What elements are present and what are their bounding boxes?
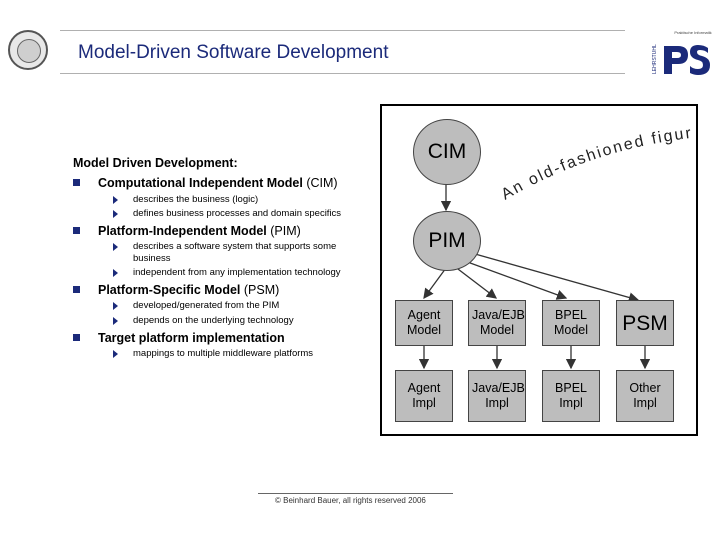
- item-target: Target platform implementation: [73, 331, 285, 345]
- curved-caption: An old-fashioned figure: [0, 0, 694, 203]
- copyright-footer: © Beinhard Bauer, all rights reserved 20…: [275, 496, 426, 505]
- pim-to-psm-arrow: [467, 251, 640, 303]
- item-psm-abbrev: (PSM): [240, 283, 280, 297]
- sub-item: independent from any implementation tech…: [113, 267, 358, 279]
- java-ejb-impl-box: Java/EJB Impl: [468, 370, 526, 422]
- university-seal: [8, 30, 48, 70]
- item-pim-abbrev: (PIM): [266, 224, 301, 238]
- page-title: Model-Driven Software Development: [78, 42, 389, 63]
- square-bullet-icon: [73, 334, 80, 341]
- item-pim-label: Platform-Independent Model: [98, 224, 267, 238]
- square-bullet-icon: [73, 227, 80, 234]
- java-ejb-model-box: Java/EJB Model: [468, 300, 526, 346]
- ps-logo: [660, 42, 712, 76]
- arrow-bullet-icon: [113, 317, 118, 325]
- sub-item: describes the business (logic): [113, 194, 358, 206]
- item-psm: Platform-Specific Model (PSM): [73, 283, 279, 297]
- arrow-bullet-icon: [113, 302, 118, 310]
- bpel-model-box: BPEL Model: [542, 300, 600, 346]
- arrow-bullet-icon: [113, 243, 118, 251]
- other-impl-box: Other Impl: [616, 370, 674, 422]
- logo-caption: Praktische Informatik: [674, 30, 712, 35]
- agent-impl-box: Agent Impl: [395, 370, 453, 422]
- pim-node: PIM: [413, 211, 481, 271]
- sub-item: developed/generated from the PIM: [113, 300, 358, 312]
- section-heading: Model Driven Development:: [73, 156, 238, 170]
- cim-node: CIM: [413, 119, 481, 185]
- item-target-label: Target platform implementation: [98, 331, 285, 345]
- pim-to-bpel-arrow: [461, 259, 568, 300]
- sub-item: mappings to multiple middleware platform…: [113, 348, 358, 360]
- item-psm-label: Platform-Specific Model: [98, 283, 241, 297]
- item-cim-abbrev: (CIM): [302, 176, 338, 190]
- square-bullet-icon: [73, 286, 80, 293]
- arrow-bullet-icon: [113, 269, 118, 277]
- psm-box: PSM: [616, 300, 674, 346]
- title-bar: [60, 30, 625, 74]
- item-cim-label: Computational Independent Model: [98, 176, 303, 190]
- arrow-bullet-icon: [113, 350, 118, 358]
- bpel-impl-box: BPEL Impl: [542, 370, 600, 422]
- item-cim: Computational Independent Model (CIM): [73, 176, 338, 190]
- footer-divider: [258, 493, 453, 494]
- square-bullet-icon: [73, 179, 80, 186]
- arrow-bullet-icon: [113, 196, 118, 204]
- arrow-bullet-icon: [113, 210, 118, 218]
- pim-to-agent-arrow: [423, 267, 447, 300]
- sub-item: defines business processes and domain sp…: [113, 208, 358, 220]
- agent-model-box: Agent Model: [395, 300, 453, 346]
- sub-item: describes a software system that support…: [113, 241, 358, 265]
- item-pim: Platform-Independent Model (PIM): [73, 224, 301, 238]
- pim-to-java-arrow: [453, 265, 498, 299]
- sub-item: depends on the underlying technology: [113, 315, 358, 327]
